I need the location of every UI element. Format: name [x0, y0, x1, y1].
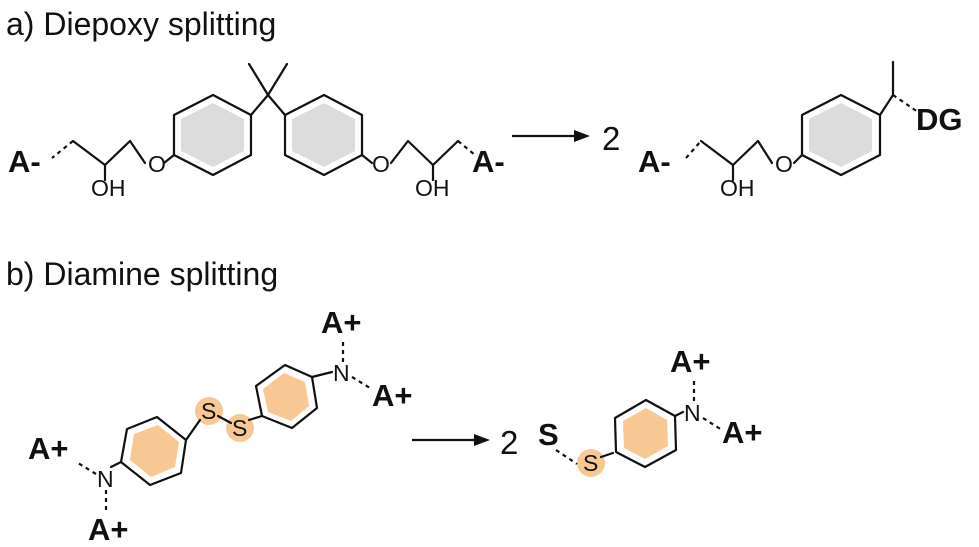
product-a-chain: [685, 139, 804, 182]
panel-a-title: a) Diepoxy splitting: [6, 6, 276, 42]
product-s-ring-bond: [599, 451, 615, 459]
sulfur-atom-right: S: [232, 415, 247, 441]
product-hydroxyl: OH: [720, 175, 755, 201]
product-cation-group-top: A+: [670, 344, 711, 379]
diamine-ring-left: [119, 415, 188, 487]
hydroxyl-right: OH: [415, 175, 450, 201]
n-left-dash-upper: [77, 462, 97, 475]
product-n-dash-lower: [702, 417, 723, 431]
stoichiometric-coefficient-b: 2: [500, 424, 518, 461]
cation-group-3: A+: [321, 305, 362, 340]
product-sulfur-highlight: [577, 449, 605, 477]
bisphenol-ring-right: [283, 93, 364, 177]
product-ether-oxygen: O: [775, 151, 793, 177]
isopropylidene-bridge: [247, 62, 289, 117]
product-sulfur-atom: S: [583, 450, 598, 476]
bisphenol-ring-left: [172, 93, 253, 177]
nitrogen-left: N: [97, 466, 114, 492]
product-a-ring: [800, 93, 882, 177]
product-a-ethylidene: [878, 60, 919, 117]
hydroxyl-left: OH: [91, 175, 126, 201]
cation-group-4: A+: [372, 378, 413, 413]
anchor-group-left: A-: [8, 144, 41, 179]
left-glycidyl-chain: [51, 139, 176, 182]
product-sulfur-group: S: [538, 417, 559, 452]
n-bond-right: [310, 370, 334, 379]
right-glycidyl-chain: [360, 139, 476, 182]
derived-group-label: DG: [916, 102, 963, 137]
reaction-arrow-b: [412, 434, 490, 446]
product-n-bond: [673, 410, 685, 418]
product-cation-group-right: A+: [722, 415, 763, 450]
cation-group-1: A+: [28, 431, 69, 466]
product-nitrogen: N: [684, 400, 701, 426]
cation-group-2: A+: [88, 512, 129, 547]
n-bond-left: [109, 460, 123, 469]
panel-b-title: b) Diamine splitting: [6, 256, 278, 292]
nitrogen-right: N: [333, 360, 350, 386]
n-right-dash-lower: [351, 376, 371, 389]
product-s-dash: [555, 449, 578, 465]
disulfide-linkage: [184, 414, 264, 442]
product-anchor-group: A-: [638, 144, 671, 179]
anchor-group-right: A-: [472, 144, 505, 179]
reaction-arrow-a: [512, 130, 590, 142]
sulfur-highlight-right: [226, 414, 254, 442]
product-b-ring: [613, 398, 678, 469]
ether-oxygen-left: O: [148, 151, 166, 177]
diamine-ring-right: [254, 363, 319, 430]
stoichiometric-coefficient-a: 2: [602, 120, 620, 157]
sulfur-atom-left: S: [201, 398, 216, 424]
sulfur-highlight-left: [195, 397, 223, 425]
ether-oxygen-right: O: [372, 151, 390, 177]
